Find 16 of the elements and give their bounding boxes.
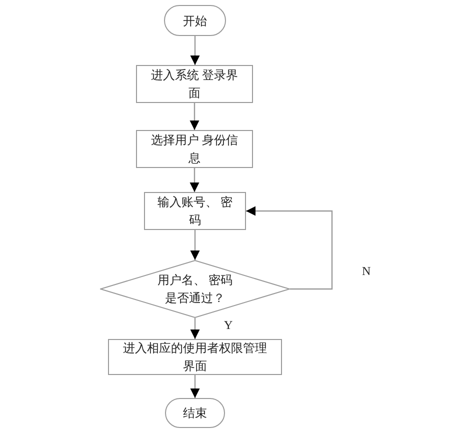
process-box: 选择用户 身份信息 (136, 130, 253, 168)
process-box: 进入相应的使用者权限管理界面 (108, 339, 282, 375)
decision-diamond: 用户名、 密码是否通过？ (100, 260, 290, 318)
process-box: 进入系统 登录界面 (136, 65, 253, 103)
terminal-node: 开始 (164, 5, 226, 36)
arrow (190, 103, 200, 130)
edge-label: Y (222, 318, 235, 332)
arrow (190, 36, 200, 65)
process-box: 输入账号、 密码 (144, 192, 246, 230)
arrow (190, 168, 200, 192)
arrow (190, 230, 200, 260)
arrow (246, 206, 333, 290)
arrow (190, 375, 200, 398)
arrow (190, 318, 200, 339)
terminal-node: 结束 (165, 398, 225, 428)
edge-label: N (360, 264, 373, 278)
